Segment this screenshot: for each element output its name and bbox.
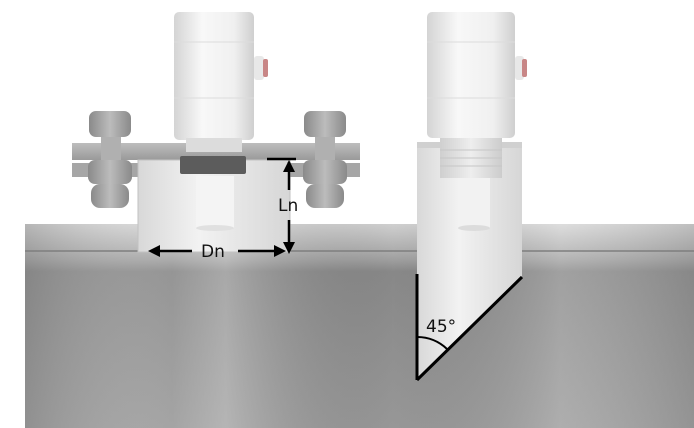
angle-label: 45° <box>426 317 456 337</box>
ln-arrow-down <box>283 242 295 254</box>
led-indicator-right <box>522 59 527 77</box>
gasket-nut <box>180 156 246 174</box>
dn-arrow-right <box>274 245 286 257</box>
angle-annotation: 45° <box>415 274 524 382</box>
dn-label: Dn <box>201 242 225 262</box>
bolt-left <box>88 111 132 208</box>
angled-nozzle-pipe <box>417 142 522 380</box>
tank-wall <box>25 224 694 428</box>
sensor-neck <box>186 138 242 152</box>
indicator-housing-right <box>515 56 524 80</box>
ln-arrow-up <box>283 160 295 172</box>
led-indicator <box>263 59 268 77</box>
flanged-nozzle-sensor-icon <box>72 12 360 253</box>
transducer-face-right <box>458 225 490 231</box>
dimension-dn: Dn <box>148 242 286 262</box>
angled-nozzle-sensor-icon <box>417 12 527 380</box>
tank-shading <box>25 224 694 428</box>
bolt-right <box>303 111 347 208</box>
transducer <box>196 176 234 228</box>
sensor-body-right <box>427 12 515 138</box>
sensor-body <box>174 12 254 140</box>
ln-label: Ln <box>278 196 298 216</box>
angle-arc <box>416 335 448 350</box>
indicator-housing <box>254 56 264 80</box>
transducer-right <box>458 178 490 228</box>
dimension-ln: Ln <box>267 157 298 254</box>
dn-arrow-left <box>148 245 160 257</box>
angle-diagonal-edge <box>415 275 524 382</box>
transducer-face <box>196 225 234 231</box>
